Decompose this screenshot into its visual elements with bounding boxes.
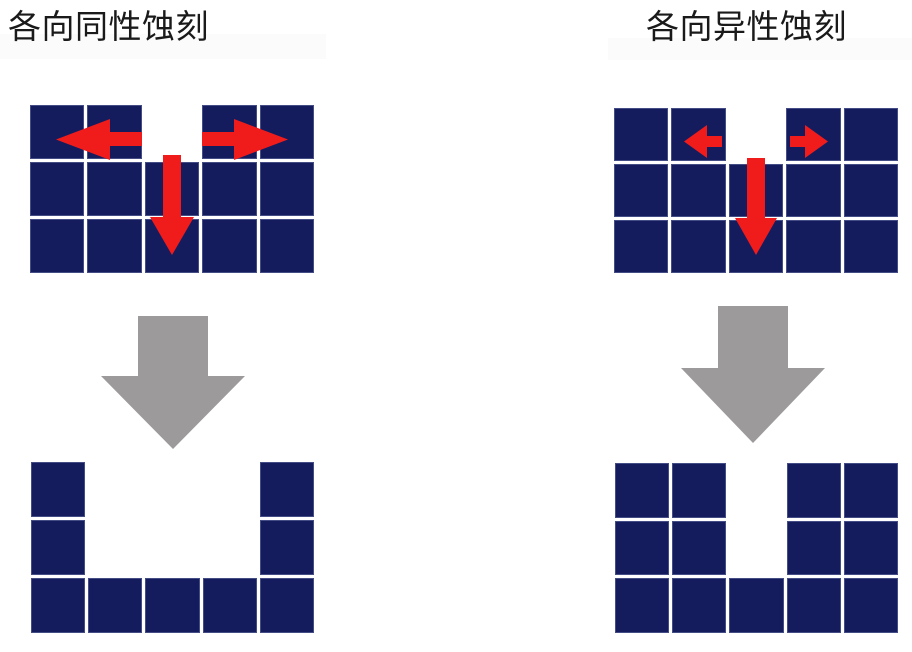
material-cell [87, 219, 142, 273]
material-cell [786, 164, 841, 217]
material-cell [145, 578, 200, 633]
down-arrow-icon [101, 316, 245, 449]
material-cell [202, 162, 257, 216]
etched-cell [203, 520, 257, 575]
material-cell [30, 105, 85, 159]
material-cell [87, 162, 142, 216]
material-cell [671, 164, 726, 217]
title-band-left [0, 34, 326, 59]
material-cell [671, 108, 726, 161]
material-cell [614, 108, 669, 161]
title-band-right [608, 38, 912, 60]
material-cell [843, 220, 898, 273]
material-cell [671, 220, 726, 273]
material-cell [672, 520, 727, 576]
material-cell [202, 578, 257, 633]
material-cell [259, 462, 314, 517]
material-cell [728, 220, 784, 273]
material-cell [31, 520, 86, 575]
isotropic-before-grid [30, 105, 314, 273]
material-cell [786, 108, 841, 161]
material-cell [672, 578, 727, 633]
material-cell [144, 162, 200, 216]
material-cell [30, 162, 85, 216]
etched-cell [203, 462, 257, 517]
material-cell [843, 463, 898, 518]
etched-cell [729, 521, 783, 576]
material-cell [843, 578, 898, 633]
material-cell [728, 164, 784, 217]
material-cell [144, 219, 200, 273]
transition-arrow-right [678, 306, 828, 446]
material-cell [259, 162, 314, 216]
anisotropic-after-grid [615, 463, 898, 633]
material-cell [259, 520, 314, 575]
material-cell [259, 219, 314, 273]
anisotropic-before-grid [614, 108, 898, 273]
isotropic-after-grid [31, 462, 314, 633]
material-cell [259, 578, 314, 633]
panel-title-anisotropic: 各向异性蚀刻 [646, 8, 847, 45]
etched-cell [145, 105, 199, 159]
etched-cell [88, 462, 142, 517]
etched-cell [729, 108, 783, 161]
material-cell [202, 219, 257, 273]
material-cell [843, 108, 898, 161]
etched-cell [729, 463, 783, 518]
material-cell [843, 520, 898, 576]
material-cell [31, 462, 86, 517]
etched-cell [145, 520, 199, 575]
material-cell [615, 520, 670, 576]
material-cell [786, 220, 841, 273]
material-cell [843, 164, 898, 217]
material-cell [31, 578, 86, 633]
down-arrow-icon [681, 306, 825, 443]
panel-title-isotropic: 各向同性蚀刻 [8, 8, 209, 45]
material-cell [786, 463, 841, 518]
etched-cell [145, 462, 199, 517]
material-cell [87, 105, 142, 159]
material-cell [615, 463, 670, 518]
material-cell [615, 578, 670, 633]
material-cell [786, 520, 841, 576]
transition-arrow-left [98, 316, 248, 451]
material-cell [259, 105, 314, 159]
material-cell [614, 220, 669, 273]
material-cell [30, 219, 85, 273]
material-cell [88, 578, 143, 633]
material-cell [729, 578, 784, 633]
material-cell [786, 578, 841, 633]
material-cell [202, 105, 257, 159]
material-cell [672, 463, 727, 518]
material-cell [614, 164, 669, 217]
etched-cell [88, 520, 142, 575]
